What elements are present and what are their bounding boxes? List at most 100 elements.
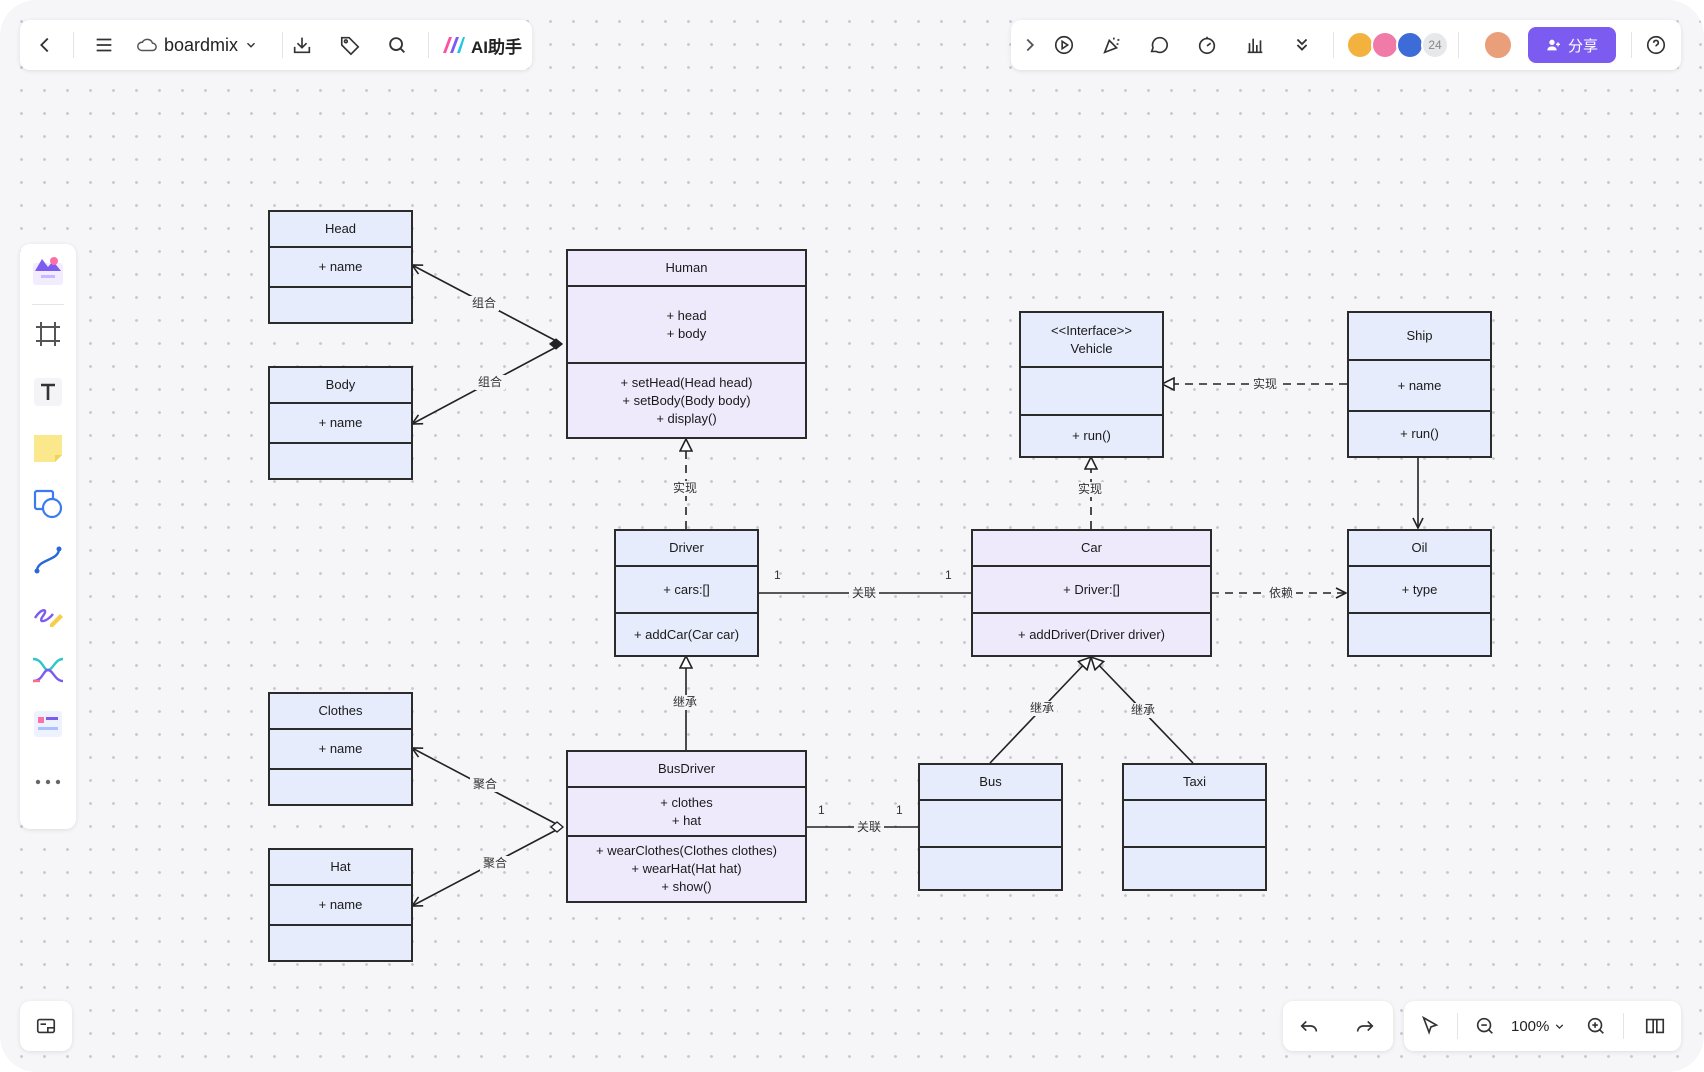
shape-icon[interactable] — [30, 486, 66, 522]
class-head[interactable]: Head + name — [268, 210, 413, 324]
redo-icon[interactable] — [1348, 1009, 1382, 1043]
download-icon[interactable] — [285, 28, 319, 62]
sticky-note-icon[interactable] — [30, 430, 66, 466]
class-name: Vehicle — [1070, 340, 1113, 356]
class-attribute: + name — [318, 259, 363, 274]
divider — [1457, 1013, 1458, 1039]
class-driver[interactable]: Driver + cars:[] + addCar(Car car) — [614, 529, 759, 657]
pointer-icon[interactable] — [1413, 1009, 1447, 1043]
play-icon[interactable] — [1047, 28, 1081, 62]
avatar[interactable] — [1346, 31, 1374, 59]
zoom-in-icon[interactable] — [1579, 1009, 1613, 1043]
book-icon[interactable] — [1638, 1009, 1672, 1043]
left-tool-sidebar — [20, 244, 76, 829]
class-taxi[interactable]: Taxi — [1122, 763, 1267, 891]
divider — [1623, 1013, 1624, 1039]
class-operation: + show() — [661, 879, 712, 894]
class-attribute: + hat — [671, 812, 702, 828]
class-human[interactable]: Human + head + body + setHead(Head head)… — [566, 249, 807, 439]
chevron-right-icon[interactable] — [1013, 28, 1047, 62]
chevron-left-icon[interactable] — [28, 28, 62, 62]
tag-icon[interactable] — [333, 28, 367, 62]
comment-icon[interactable] — [1142, 28, 1176, 62]
class-clothes[interactable]: Clothes + name — [268, 692, 413, 806]
class-operation: + display() — [656, 410, 717, 426]
class-name: Hat — [330, 859, 351, 874]
class-busdriver[interactable]: BusDriver + clothes + hat + wearClothes(… — [566, 750, 807, 903]
class-attribute: + head — [666, 307, 707, 323]
class-operation: + setBody(Body body) — [622, 392, 751, 408]
template-icon[interactable] — [30, 252, 66, 288]
class-oil[interactable]: Oil + type — [1347, 529, 1492, 657]
zoom-level[interactable]: 100% — [1511, 1009, 1566, 1043]
class-attribute: + name — [318, 415, 363, 430]
timer-icon[interactable] — [1190, 28, 1224, 62]
divider — [73, 32, 74, 58]
user-avatar[interactable] — [1483, 30, 1513, 60]
more-tools-icon[interactable] — [30, 706, 66, 742]
search-icon[interactable] — [380, 28, 414, 62]
pen-icon[interactable] — [30, 596, 66, 632]
connector-icon[interactable] — [30, 542, 66, 578]
ai-assistant-button[interactable]: AI助手 — [442, 28, 522, 62]
class-name: Human — [665, 260, 708, 275]
class-operation: + wearHat(Hat hat) — [631, 861, 742, 876]
inherit-label: 继承 — [1027, 701, 1058, 716]
class-name: Body — [325, 377, 356, 392]
realize-label: 实现 — [1075, 482, 1106, 497]
class-hat[interactable]: Hat + name — [268, 848, 413, 962]
class-body[interactable]: Body + name — [268, 366, 413, 480]
class-bus[interactable]: Bus — [918, 763, 1063, 891]
ellipsis-icon[interactable] — [30, 764, 66, 800]
realize-label: 实现 — [1250, 377, 1281, 392]
class-name: BusDriver — [657, 761, 716, 776]
celebrate-icon[interactable] — [1095, 28, 1129, 62]
class-attribute: + body — [666, 325, 707, 341]
class-operation: + addDriver(Driver driver) — [1018, 626, 1165, 642]
frame-icon[interactable] — [30, 316, 66, 352]
multiplicity-label: 1 — [945, 568, 952, 582]
text-icon[interactable] — [30, 374, 66, 410]
class-operation: + setHead(Head head) — [620, 374, 753, 390]
minimap-button[interactable] — [20, 1001, 72, 1051]
menu-icon[interactable] — [87, 28, 121, 62]
divider — [1631, 32, 1632, 58]
class-attribute: + Driver:[] — [1063, 581, 1120, 597]
multiplicity-label: 1 — [774, 568, 781, 582]
double-chevron-down-icon[interactable] — [1285, 28, 1319, 62]
add-user-icon — [1547, 39, 1560, 51]
class-attribute: + cars:[] — [663, 581, 710, 597]
collaborator-count[interactable]: 24 — [1421, 31, 1449, 59]
help-icon[interactable] — [1639, 28, 1673, 62]
class-ship[interactable]: Ship + name + run() — [1347, 311, 1492, 458]
share-button[interactable]: 分享 — [1528, 27, 1616, 63]
compose-label: 组合 — [469, 296, 500, 311]
vote-icon[interactable] — [1238, 28, 1272, 62]
chevron-down-icon[interactable] — [244, 38, 258, 52]
zoom-out-icon[interactable] — [1468, 1009, 1502, 1043]
multiplicity-label: 1 — [818, 803, 825, 817]
class-name: Oil — [1411, 540, 1428, 555]
class-name: Head — [324, 221, 357, 236]
multiplicity-label: 1 — [896, 803, 903, 817]
share-label: 分享 — [1567, 37, 1598, 55]
compose-label: 组合 — [475, 375, 506, 390]
mindmap-icon[interactable] — [30, 652, 66, 688]
class-name: Car — [1081, 540, 1102, 555]
undo-icon[interactable] — [1292, 1009, 1326, 1043]
ai-logo-icon — [443, 37, 465, 53]
inherit-label: 继承 — [670, 695, 701, 710]
class-name: Bus — [979, 774, 1002, 789]
class-stereotype: <<Interface>> — [1051, 322, 1132, 338]
aggregation-diamond — [549, 821, 565, 833]
board-name[interactable]: boardmix — [136, 28, 258, 62]
class-car[interactable]: Car + Driver:[] + addDriver(Driver drive… — [971, 529, 1212, 657]
divider — [428, 32, 429, 58]
zoom-value: 100% — [1511, 1017, 1550, 1035]
avatar[interactable] — [1396, 31, 1424, 59]
class-vehicle[interactable]: <<Interface>> Vehicle + run() — [1019, 311, 1164, 458]
class-name: Driver — [669, 540, 704, 555]
class-operation: + run() — [1400, 426, 1439, 441]
aggregate-label: 聚合 — [470, 777, 501, 792]
